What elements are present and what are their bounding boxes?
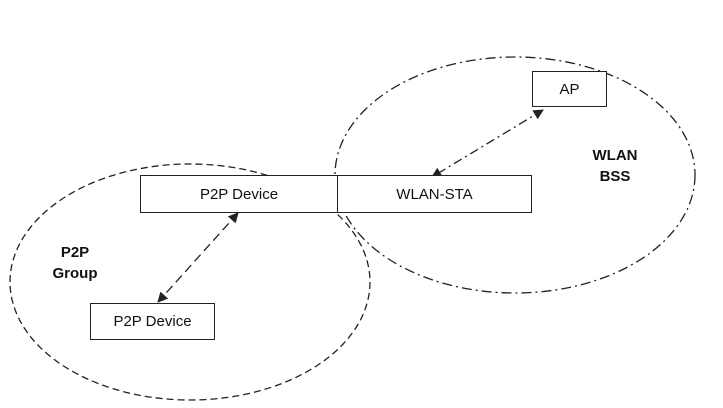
p2p-group-boundary (9, 163, 371, 401)
wlan-bss-label: WLAN BSS (580, 145, 650, 187)
wlan-sta-label: WLAN-STA (396, 185, 473, 203)
p2p-device-top-label: P2P Device (199, 185, 279, 203)
p2p-group-label: P2P Group (40, 242, 110, 284)
p2p-group-label-line1: P2P (60, 244, 90, 261)
p2p-device-bottom-label: P2P Device (113, 313, 192, 330)
p2p-group-label-line2: Group (52, 265, 98, 282)
wlan-sta-node: WLAN-STA (337, 175, 532, 213)
p2p-device-link (157, 212, 239, 303)
p2p-device-bottom-node: P2P Device (90, 303, 215, 340)
wlan-bss-boundary (334, 56, 696, 294)
wlan-bss-label-line2: BSS (599, 168, 631, 185)
ap-label: AP (559, 80, 580, 98)
ap-node: AP (532, 71, 607, 107)
ap-wlan-sta-link (431, 109, 544, 178)
p2p-device-top-node: P2P Device (140, 175, 338, 213)
wlan-bss-label-line1: WLAN (592, 147, 638, 164)
